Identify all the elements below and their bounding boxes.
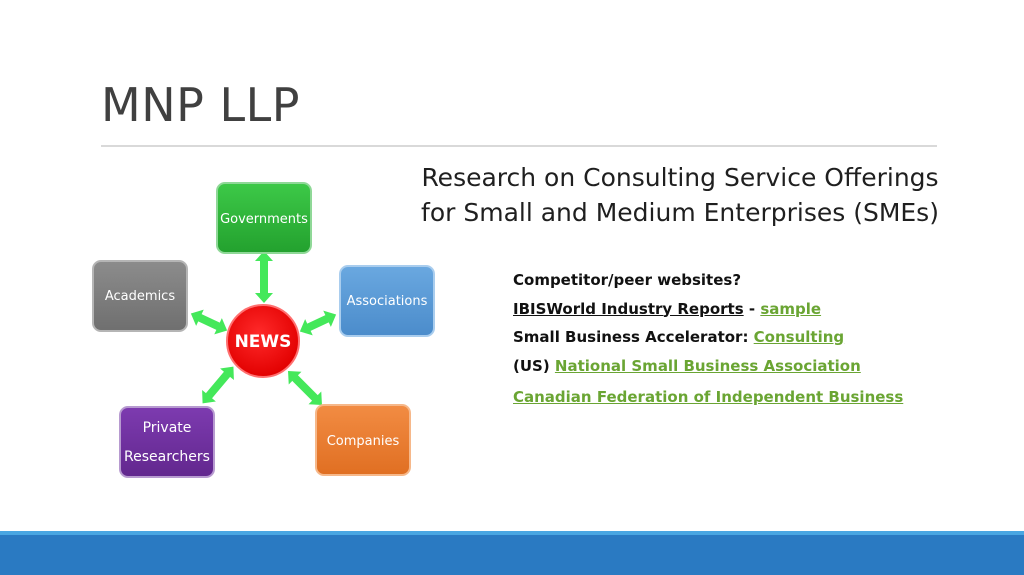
title-divider [101,145,937,147]
nsba-link[interactable]: National Small Business Association [554,356,861,375]
node-news: NEWS [226,304,300,378]
sample-link[interactable]: sample [760,299,822,318]
competitor-text: Competitor/peer websites? [513,271,742,289]
arrow-associations [299,310,337,336]
ibisworld-separator: - [743,299,761,318]
resource-row-ibisworld: IBISWorld Industry Reports - sample [513,295,903,324]
ibisworld-link[interactable]: IBISWorld Industry Reports [513,299,744,318]
consulting-link[interactable]: Consulting [753,328,845,346]
nsba-prefix: (US) [513,356,555,375]
node-companies: Companies [315,404,411,476]
resource-row-cfib: Canadian Federation of Independent Busin… [513,383,903,412]
subtitle-line-2: for Small and Medium Enterprises (SMEs) [421,198,939,227]
sba-text: Small Business Accelerator: [513,328,754,346]
node-private-label-2: Researchers [124,449,210,465]
node-governments: Governments [216,182,312,254]
news-diagram: Governments Academics Associations Priva… [92,182,435,478]
arrow-academics [190,309,228,335]
cfib-link[interactable]: Canadian Federation of Independent Busin… [513,388,904,406]
resource-row-sba: Small Business Accelerator: Consulting [513,323,903,352]
node-private-label-1: Private [143,420,192,436]
news-label: NEWS [235,332,292,352]
footer-bar [0,531,1024,575]
slide-subtitle: Research on Consulting Service Offerings… [400,160,960,230]
arrow-private-researchers [202,366,234,404]
node-private-researchers: Private Researchers [119,406,215,478]
diagram-arrows [190,251,337,405]
node-associations: Associations [339,265,435,337]
slide-title: MNP LLP [101,78,300,132]
node-academics-label: Academics [105,289,175,304]
node-academics: Academics [92,260,188,332]
node-companies-label: Companies [327,434,400,449]
node-associations-label: Associations [347,294,428,309]
subtitle-line-1: Research on Consulting Service Offerings [421,163,939,192]
resource-row-nsba: (US) National Small Business Association [513,352,903,381]
resource-list: Competitor/peer websites? IBISWorld Indu… [513,266,903,412]
arrow-companies [288,371,322,405]
resource-row-competitor: Competitor/peer websites? [513,266,903,295]
node-governments-label: Governments [220,212,308,227]
arrow-governments [255,251,273,303]
